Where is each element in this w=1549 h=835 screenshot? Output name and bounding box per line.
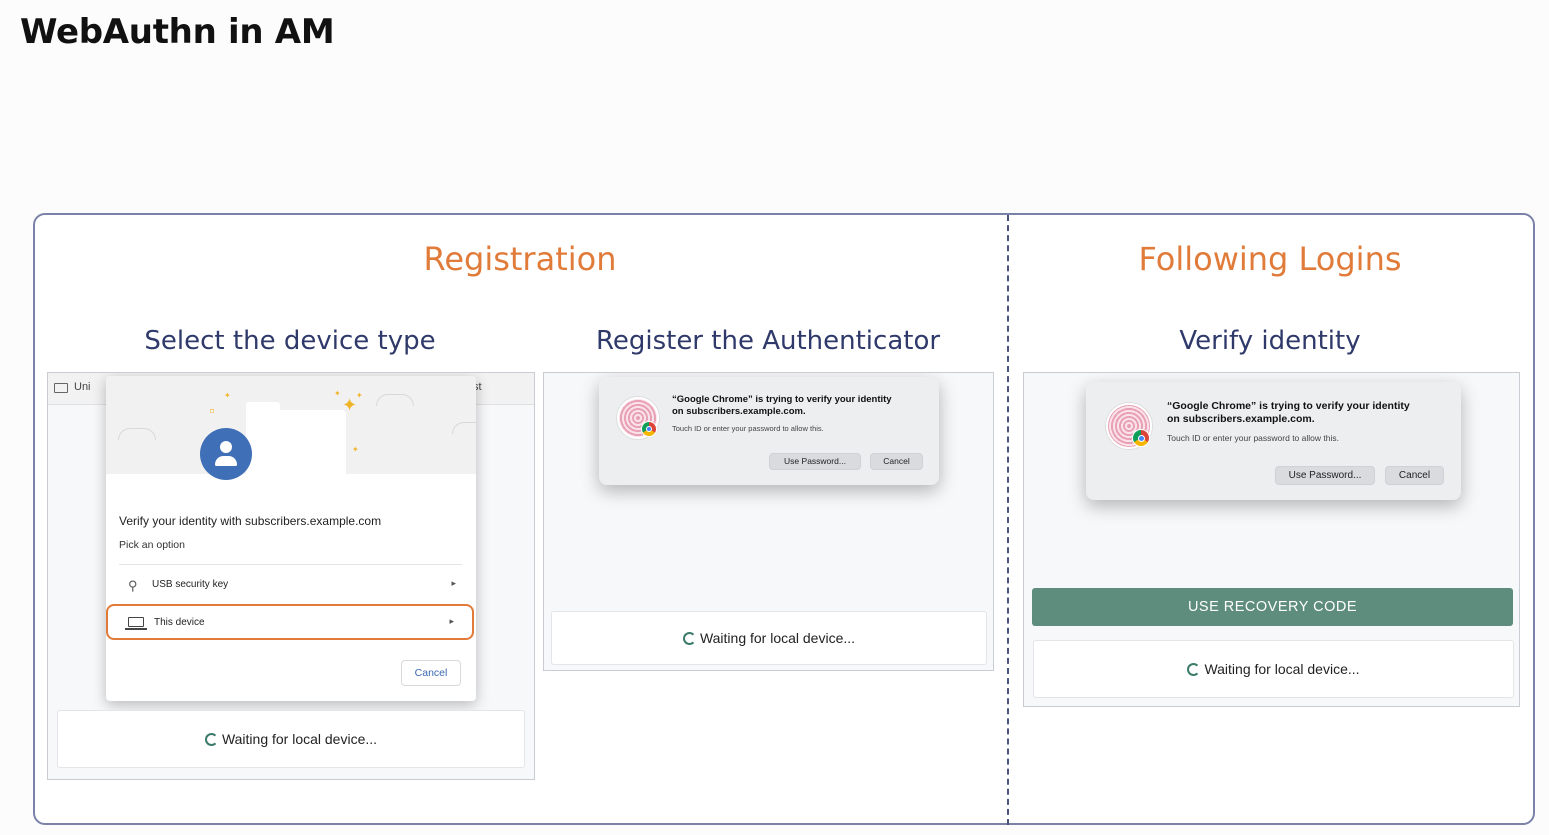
- user-avatar-icon: [200, 428, 252, 480]
- spinner-icon: [1187, 663, 1201, 676]
- step-verify-heading: Verify identity: [1179, 326, 1361, 356]
- touch-id-dialog: “Google Chrome” is trying to verify your…: [1086, 382, 1461, 500]
- device-chooser-dialog: ✦ ✦ ⌑ ✦ ✦ ✦ Verify your identity with su…: [106, 376, 476, 701]
- chooser-subtitle: Pick an option: [119, 539, 185, 551]
- chevron-right-icon: ▸: [449, 616, 454, 626]
- cloud-icon: [376, 394, 414, 406]
- option-usb-security-key[interactable]: ⚲ USB security key ▸: [106, 568, 474, 602]
- chevron-right-icon: ▸: [451, 578, 456, 588]
- sparkle-icon: ✦: [356, 391, 363, 400]
- laptop-icon: [128, 617, 144, 627]
- following-logins-heading: Following Logins: [1138, 240, 1402, 278]
- use-password-button[interactable]: Use Password...: [769, 453, 861, 470]
- use-recovery-code-button[interactable]: USE RECOVERY CODE: [1032, 588, 1513, 626]
- dialog-title: “Google Chrome” is trying to verify your…: [672, 394, 892, 417]
- option-label: This device: [154, 617, 205, 628]
- select-device-panel: Uni st ✦ ✦ ⌑ ✦ ✦ ✦ Verify your identity …: [47, 372, 535, 780]
- register-authenticator-panel: “Google Chrome” is trying to verify your…: [543, 372, 994, 671]
- folder-icon: [54, 383, 68, 393]
- registration-heading: Registration: [423, 240, 617, 278]
- section-divider: [1007, 215, 1009, 825]
- waiting-card: Waiting for local device...: [1033, 640, 1514, 698]
- waiting-card: Waiting for local device...: [57, 710, 525, 768]
- spinner-icon: [682, 632, 696, 645]
- chooser-title: Verify your identity with subscribers.ex…: [119, 514, 382, 528]
- sparkle-icon: ✦: [224, 391, 231, 400]
- spinner-icon: [204, 733, 218, 746]
- cloud-icon: [118, 428, 156, 440]
- waiting-card: Waiting for local device...: [551, 611, 987, 665]
- option-this-device[interactable]: This device ▸: [106, 604, 474, 640]
- page-title: WebAuthn in AM: [20, 12, 335, 52]
- chrome-icon: [641, 421, 657, 437]
- dialog-cancel-button[interactable]: Cancel: [1385, 466, 1444, 485]
- sparkle-icon: ✦: [352, 445, 359, 454]
- chooser-illustration: ✦ ✦ ⌑ ✦ ✦ ✦: [106, 376, 476, 484]
- cancel-button[interactable]: Cancel: [401, 660, 461, 686]
- folder-illustration: [246, 410, 346, 484]
- dialog-cancel-button[interactable]: Cancel: [870, 453, 923, 470]
- waiting-status: Waiting for local device...: [58, 731, 524, 747]
- waiting-status: Waiting for local device...: [1034, 661, 1513, 677]
- option-label: USB security key: [152, 579, 229, 590]
- sparkle-icon: ⌑: [210, 407, 215, 416]
- dialog-subtitle: Touch ID or enter your password to allow…: [672, 424, 824, 433]
- dialog-subtitle: Touch ID or enter your password to allow…: [1167, 433, 1339, 443]
- chrome-icon: [1132, 429, 1150, 447]
- bookmark-label: Uni: [74, 381, 91, 393]
- verify-identity-panel: “Google Chrome” is trying to verify your…: [1023, 372, 1520, 707]
- bookmark-label-right: st: [473, 381, 482, 393]
- waiting-status: Waiting for local device...: [552, 630, 986, 646]
- step-select-device-heading: Select the device type: [144, 326, 436, 356]
- use-password-button[interactable]: Use Password...: [1275, 466, 1375, 485]
- sparkle-icon: ✦: [342, 395, 358, 415]
- cloud-icon: [452, 422, 476, 434]
- divider: [119, 564, 462, 565]
- dialog-title: “Google Chrome” is trying to verify your…: [1167, 400, 1410, 426]
- sparkle-icon: ✦: [334, 389, 341, 398]
- step-register-heading: Register the Authenticator: [595, 326, 941, 356]
- touch-id-dialog: “Google Chrome” is trying to verify your…: [599, 377, 939, 485]
- usb-icon: ⚲: [128, 578, 138, 593]
